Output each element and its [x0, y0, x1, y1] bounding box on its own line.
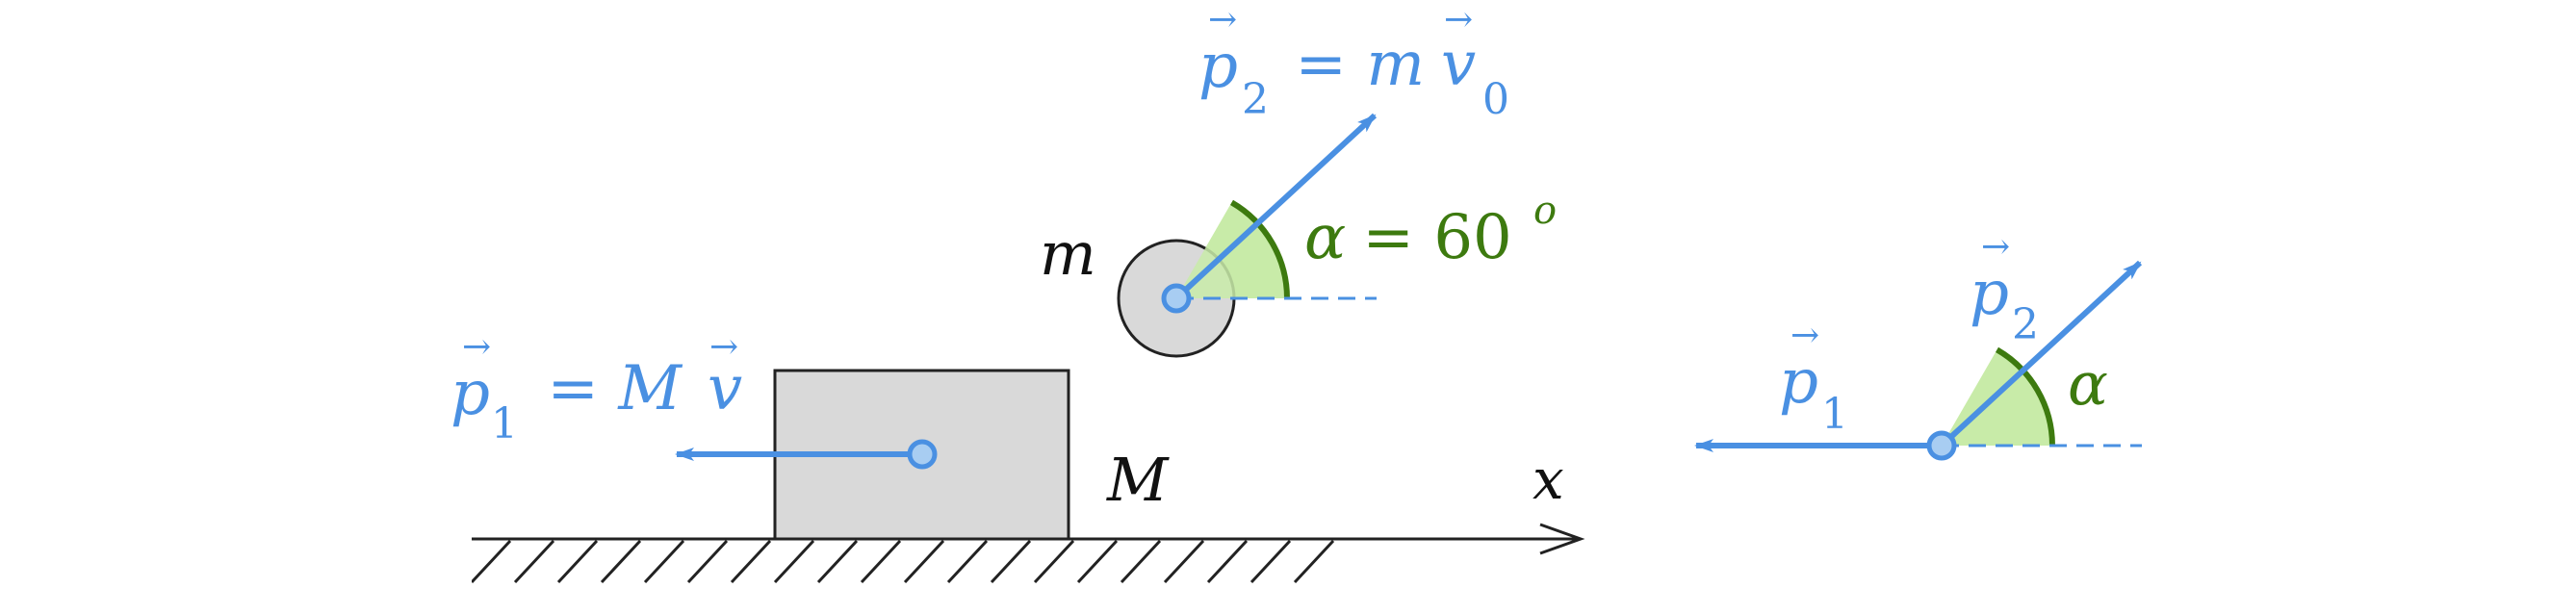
- p2-vector-on-ball: [1173, 113, 1378, 301]
- ball: m: [1040, 113, 1378, 358]
- p1-eq-v-arrow: →: [709, 327, 738, 367]
- p2-eq-v-subscript: 0: [1482, 75, 1509, 124]
- p1-label-subscript: 1: [1821, 390, 1848, 439]
- block-center-point: [907, 439, 938, 470]
- vector-diagram: → p 1 → p 2 α: [1694, 227, 2143, 461]
- angle-eq-value: = 60: [1343, 202, 1512, 273]
- p2-eq-v: v: [1441, 29, 1476, 100]
- ball-center-point: [1161, 283, 1192, 314]
- p2-label-symbol: p: [1970, 258, 2009, 329]
- ground-hatch: [472, 539, 1335, 584]
- p2-equation: → p 2 = m → v 0: [1198, 0, 1509, 124]
- p2-eq-vector-arrow: →: [1208, 0, 1237, 39]
- x-axis-arrowhead: [1539, 523, 1585, 555]
- p1-equation: → p 1 = M → v: [451, 327, 742, 448]
- p2-label-arrow: →: [1981, 227, 2010, 267]
- p1-eq-subscript: 1: [491, 399, 518, 448]
- block-mass-label: M: [1106, 445, 1170, 515]
- alpha-label: α: [2068, 348, 2108, 419]
- angle-eq-degree: o: [1533, 189, 1557, 233]
- p1-eq-vector-arrow: →: [462, 327, 491, 367]
- ball-angle-arc: [1229, 199, 1290, 299]
- angle-eq-symbol: α: [1304, 202, 1346, 273]
- angle-equation: α = 60 o: [1304, 189, 1557, 273]
- x-axis-label: x: [1533, 447, 1564, 512]
- p2-label: → p 2: [1970, 227, 2039, 349]
- p1-label-symbol: p: [1779, 346, 1818, 418]
- p1-eq-symbol: p: [451, 358, 490, 429]
- vector-angle-arc: [1995, 346, 2055, 447]
- block: M: [675, 369, 1170, 541]
- p1-label: → p 1: [1779, 316, 1848, 439]
- p1-eq-v: v: [708, 353, 742, 424]
- ground: x: [472, 447, 1585, 584]
- ball-mass-label: m: [1040, 218, 1096, 289]
- p1-label-arrow: →: [1790, 316, 1819, 355]
- p2-eq-v-arrow: →: [1444, 0, 1473, 39]
- p2-vector: [1939, 260, 2143, 448]
- p2-label-subscript: 2: [2012, 300, 2039, 349]
- p2-eq-rhs: = m: [1275, 29, 1425, 100]
- p2-eq-symbol: p: [1198, 31, 1238, 102]
- vector-origin-point: [1926, 430, 1957, 461]
- p1-eq-rhs: = M: [528, 353, 683, 424]
- p2-eq-subscript: 2: [1242, 75, 1269, 124]
